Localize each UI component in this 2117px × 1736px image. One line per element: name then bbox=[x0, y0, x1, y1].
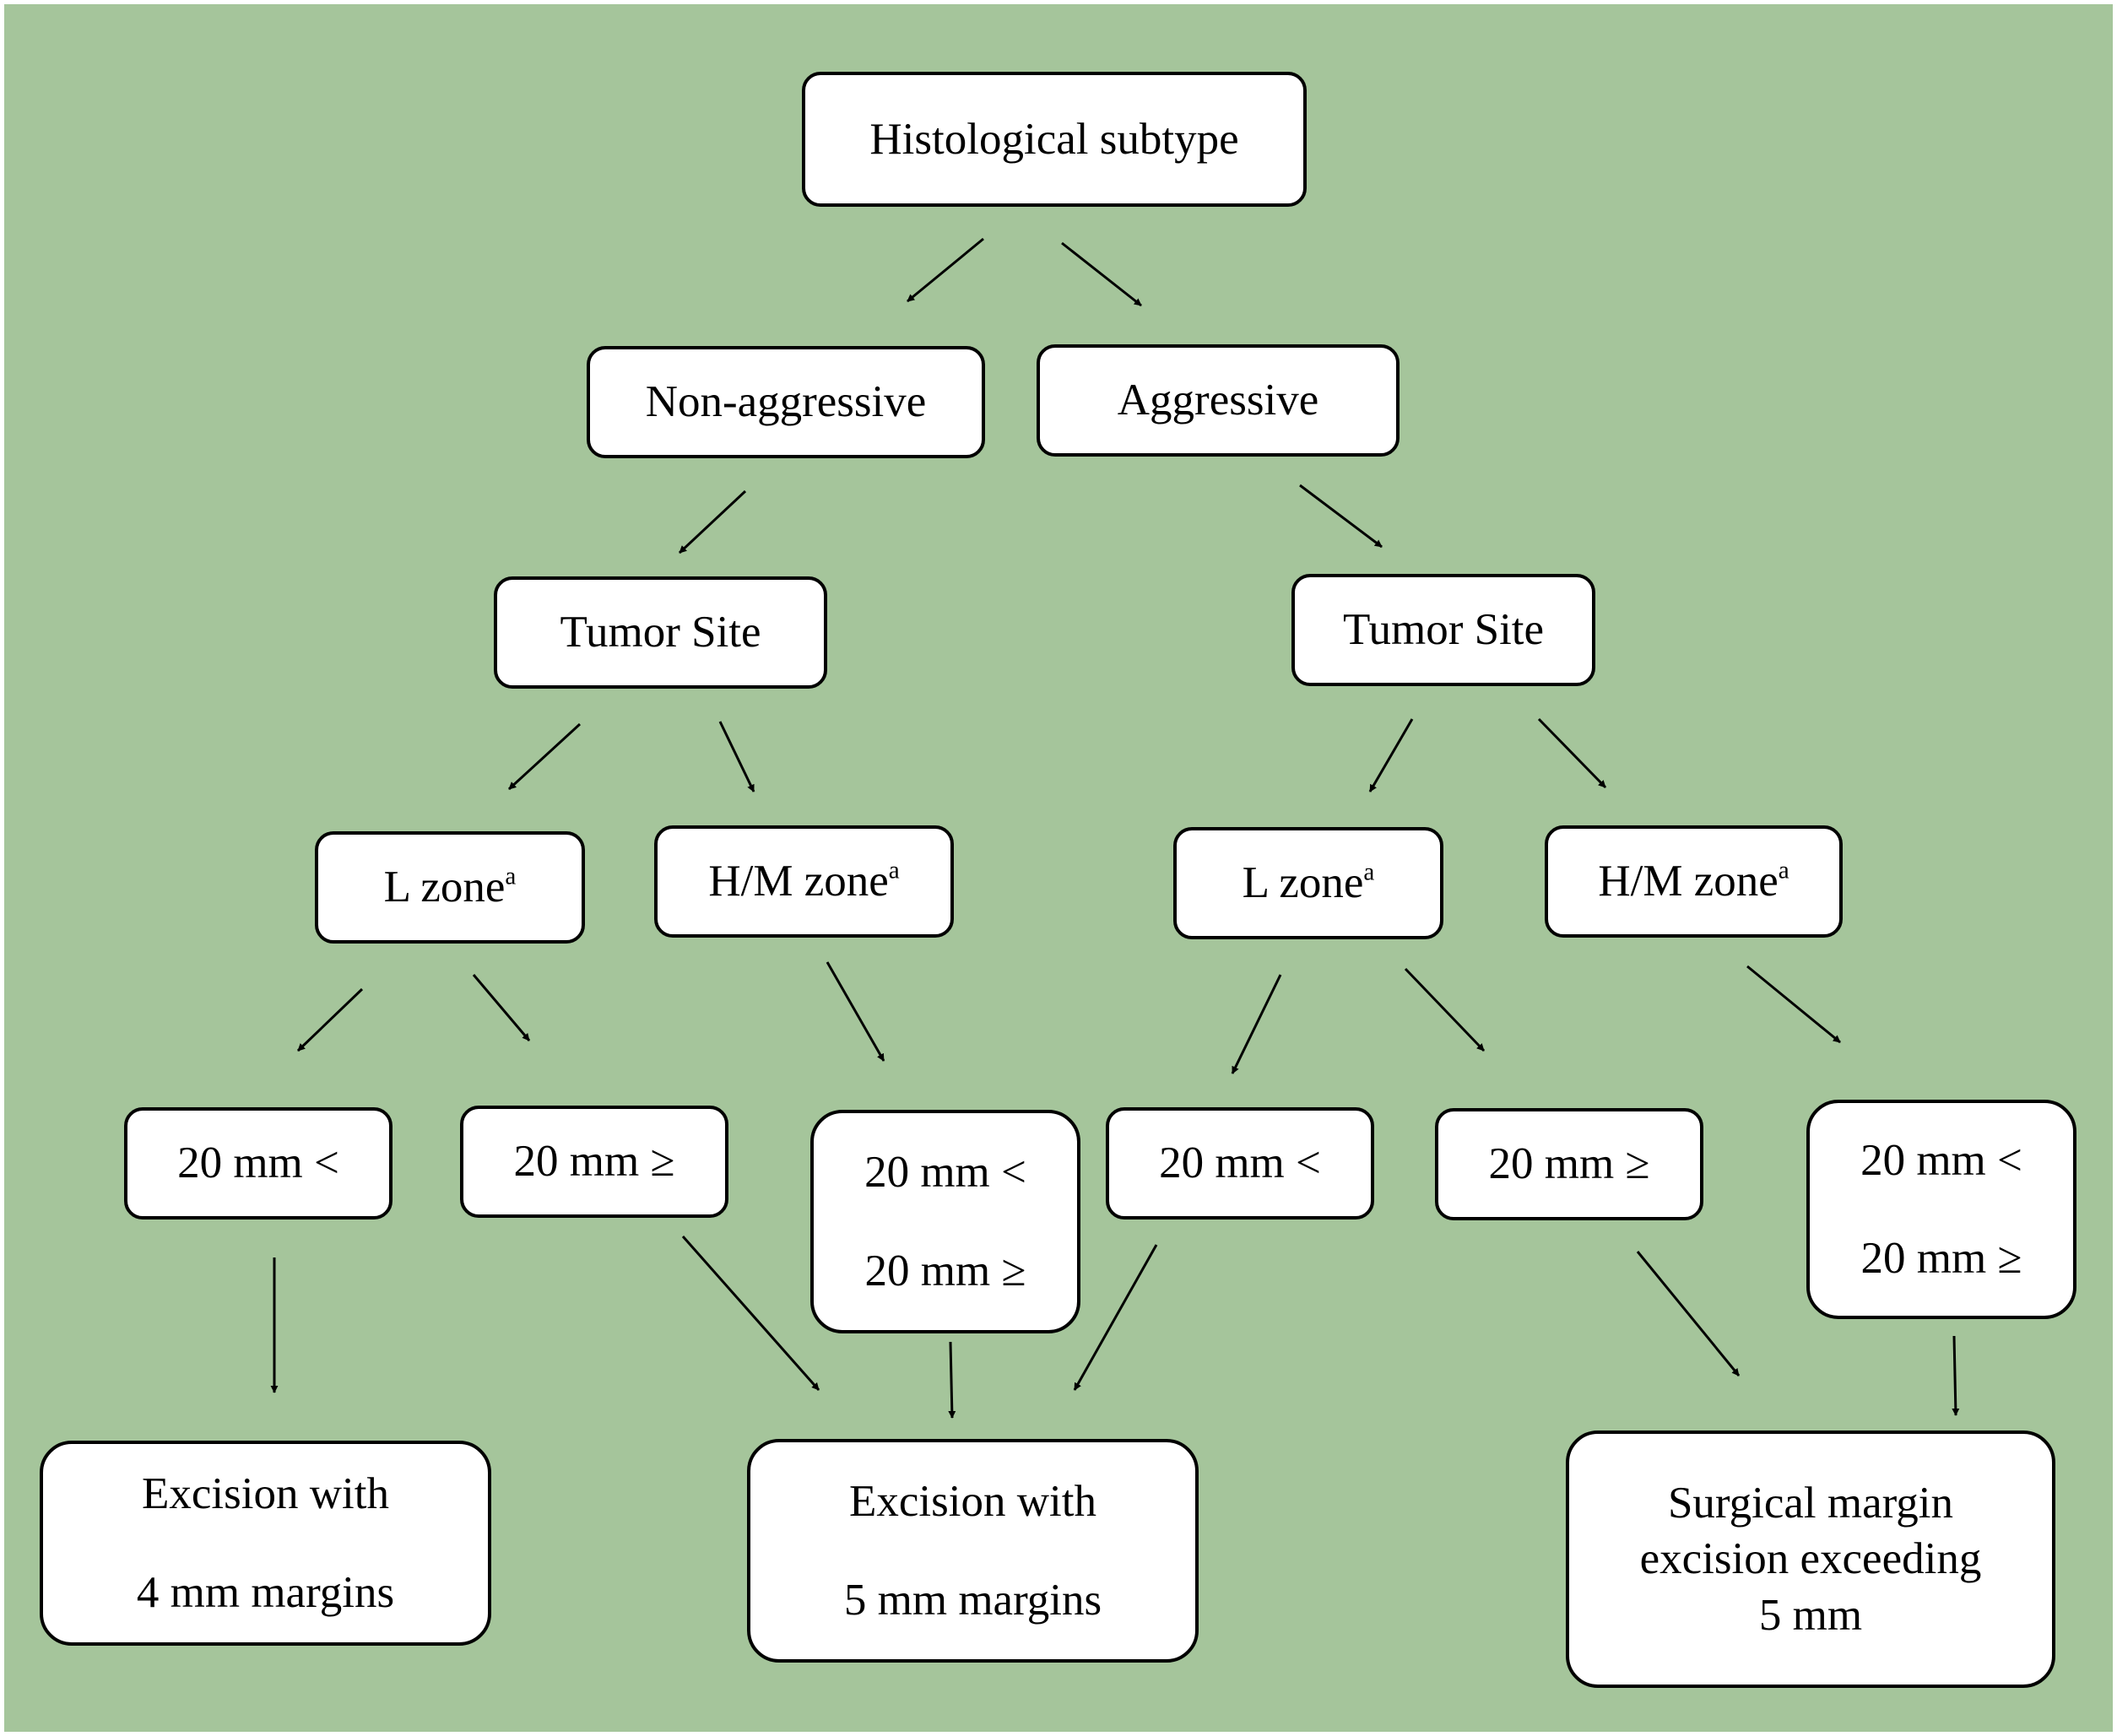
footnote-marker: a bbox=[1778, 857, 1789, 884]
size-both-node-1: 20 mm < 20 mm ≥ bbox=[810, 1110, 1080, 1333]
size-under-20mm-label-2: 20 mm < bbox=[864, 1148, 1026, 1198]
footnote-marker: a bbox=[888, 857, 900, 884]
arrow-size-both-1-to-outcome-5mm bbox=[948, 1341, 956, 1419]
arrow-tumor-site-left-to-l-zone-left bbox=[507, 722, 582, 791]
surgical-margin-exceeding-node: Surgical margin excision exceeding 5 mm bbox=[1566, 1430, 2055, 1688]
arrow-l-zone-left-to-size-lt-1 bbox=[296, 987, 364, 1052]
l-zone-right-node: L zonea bbox=[1173, 827, 1443, 939]
size-under-20mm-node-1: 20 mm < bbox=[124, 1107, 393, 1220]
arrow-size-ge-1-to-outcome-5mm bbox=[681, 1236, 820, 1391]
arrow-l-zone-left-to-size-ge-1 bbox=[472, 974, 531, 1041]
flowchart-canvas: Histological subtype Non-aggressive Aggr… bbox=[4, 4, 2113, 1732]
arrow-aggressive-to-tumor-site-right bbox=[1299, 484, 1383, 549]
size-20mm-or-more-node-1: 20 mm ≥ bbox=[460, 1106, 728, 1218]
arrow-tumor-site-left-to-hm-zone-left bbox=[718, 721, 755, 792]
size-under-20mm-label-3: 20 mm < bbox=[1159, 1138, 1321, 1188]
excision-4mm-label-line2: 4 mm margins bbox=[136, 1567, 395, 1617]
hm-zone-right-node: H/M zonea bbox=[1545, 825, 1843, 938]
arrow-size-ge-2-to-outcome-exceed bbox=[1636, 1251, 1741, 1376]
non-aggressive-label: Non-aggressive bbox=[645, 377, 927, 427]
arrow-root-to-aggressive bbox=[1061, 241, 1142, 307]
excision-5mm-label-line1: Excision with bbox=[849, 1477, 1096, 1527]
size-both-node-2: 20 mm < 20 mm ≥ bbox=[1806, 1100, 2076, 1319]
histological-subtype-node: Histological subtype bbox=[802, 72, 1307, 207]
size-20mm-or-more-label-1: 20 mm ≥ bbox=[513, 1137, 675, 1187]
excision-4mm-label-line1: Excision with bbox=[142, 1469, 389, 1519]
arrow-l-zone-right-to-size-lt-2 bbox=[1231, 974, 1282, 1074]
tumor-site-right-label: Tumor Site bbox=[1342, 605, 1545, 655]
size-20mm-or-more-label-3: 20 mm ≥ bbox=[1488, 1139, 1650, 1189]
arrow-non-aggressive-to-tumor-site-left bbox=[678, 489, 747, 554]
hm-zone-right-label: H/M zonea bbox=[1598, 857, 1789, 906]
arrow-hm-zone-left-to-size-both-1 bbox=[826, 961, 885, 1062]
hm-zone-left-label: H/M zonea bbox=[708, 857, 900, 906]
size-20mm-or-more-label-2: 20 mm ≥ bbox=[864, 1246, 1026, 1295]
excision-5mm-label-line2: 5 mm margins bbox=[843, 1575, 1102, 1625]
l-zone-left-label: L zonea bbox=[383, 863, 517, 912]
l-zone-left-node: L zonea bbox=[315, 831, 585, 944]
flowchart-arrows bbox=[270, 237, 1960, 1419]
size-under-20mm-node-3: 20 mm < bbox=[1106, 1107, 1374, 1220]
tumor-site-left-node: Tumor Site bbox=[494, 576, 827, 689]
arrow-tumor-site-right-to-l-zone-right bbox=[1368, 718, 1414, 792]
surgical-margin-label-line3: 5 mm bbox=[1758, 1590, 1863, 1640]
surgical-margin-label-line1: Surgical margin bbox=[1667, 1479, 1954, 1528]
excision-4mm-margins-node: Excision with 4 mm margins bbox=[40, 1441, 491, 1646]
aggressive-node: Aggressive bbox=[1037, 344, 1400, 457]
size-20mm-or-more-node-3: 20 mm ≥ bbox=[1435, 1108, 1703, 1220]
size-20mm-or-more-label-4: 20 mm ≥ bbox=[1860, 1234, 2022, 1283]
surgical-margin-label-line2: excision exceeding bbox=[1639, 1534, 1982, 1584]
arrow-root-to-non-aggressive bbox=[907, 237, 984, 303]
histological-subtype-label: Histological subtype bbox=[869, 114, 1239, 164]
footnote-marker: a bbox=[505, 863, 517, 890]
excision-5mm-margins-node: Excision with 5 mm margins bbox=[747, 1439, 1199, 1663]
tumor-site-right-node: Tumor Site bbox=[1291, 574, 1595, 686]
tumor-site-left-label: Tumor Site bbox=[560, 608, 761, 657]
arrow-l-zone-right-to-size-ge-2 bbox=[1404, 967, 1486, 1052]
non-aggressive-node: Non-aggressive bbox=[587, 346, 985, 458]
arrow-hm-zone-right-to-size-both-2 bbox=[1746, 965, 1841, 1044]
size-under-20mm-label-1: 20 mm < bbox=[177, 1138, 339, 1188]
aggressive-label: Aggressive bbox=[1117, 376, 1319, 425]
footnote-marker: a bbox=[1363, 858, 1375, 886]
arrow-tumor-site-right-to-hm-zone-right bbox=[1537, 717, 1607, 789]
arrow-size-both-2-to-outcome-exceed bbox=[1952, 1335, 1960, 1416]
hm-zone-left-node: H/M zonea bbox=[654, 825, 954, 938]
l-zone-right-label: L zonea bbox=[1242, 858, 1375, 908]
size-under-20mm-label-4: 20 mm < bbox=[1860, 1135, 2022, 1185]
arrow-size-lt-2-to-outcome-5mm bbox=[1073, 1244, 1158, 1391]
